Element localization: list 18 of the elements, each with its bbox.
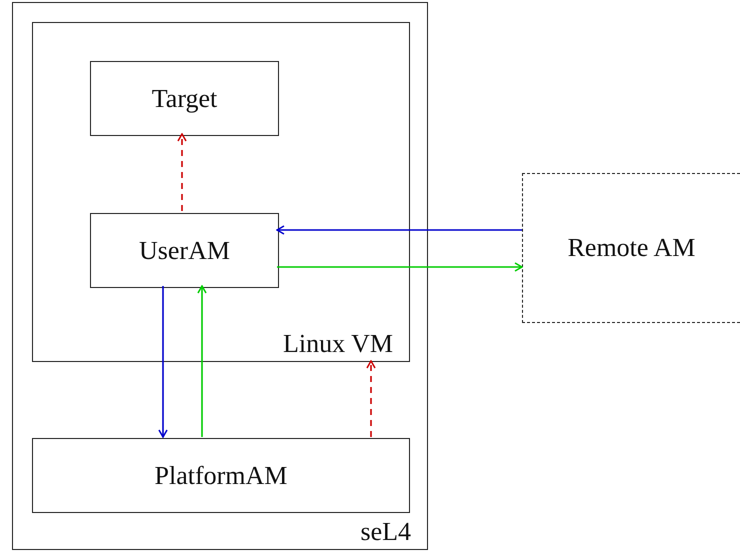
node-label: Target (152, 84, 218, 114)
arrow (158, 286, 168, 438)
node-label: seL4 (360, 517, 411, 547)
node-label: Remote AM (568, 233, 696, 263)
arrow (177, 133, 187, 211)
arrow (277, 262, 523, 272)
node-label: PlatformAM (154, 460, 288, 490)
container-box (32, 22, 410, 362)
arrow (197, 285, 207, 437)
arrow (366, 360, 376, 437)
external-box (522, 173, 740, 323)
process-box (90, 61, 279, 136)
container-box (12, 2, 428, 550)
arrow (276, 225, 522, 235)
process-box (32, 438, 410, 513)
process-box (90, 213, 279, 288)
node-label: UserAM (139, 236, 230, 266)
node-label: Linux VM (282, 329, 393, 359)
